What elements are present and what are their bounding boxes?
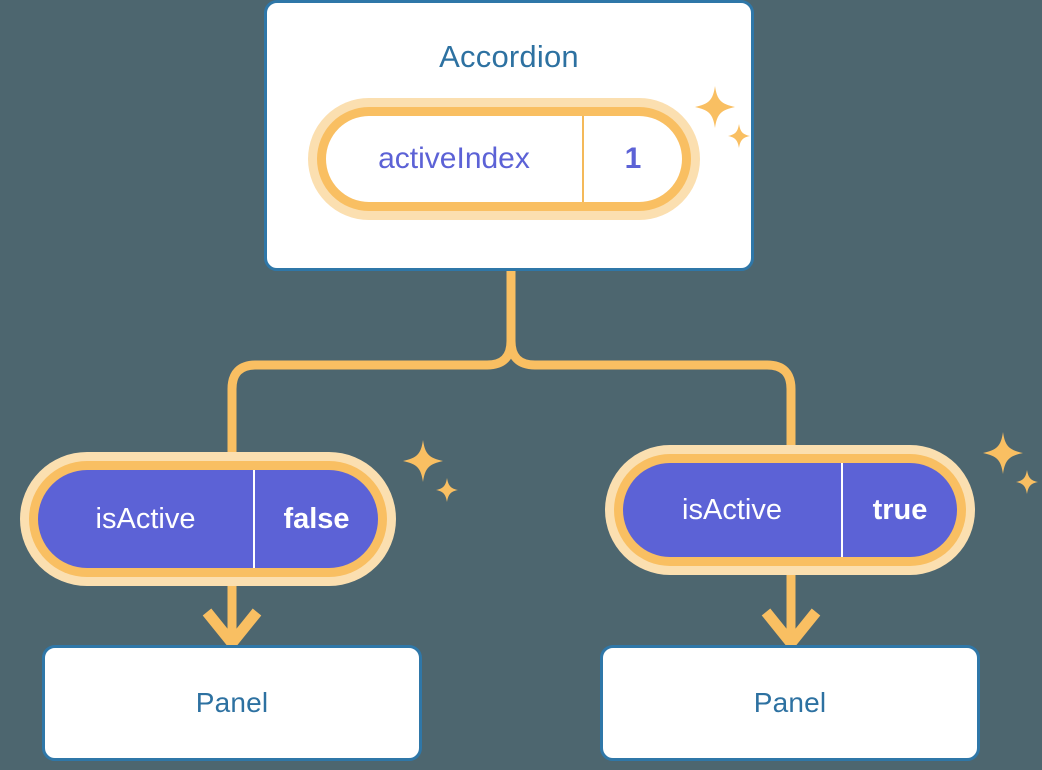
pill-body: isActive true [623,463,957,557]
pill-ring: isActive false [29,461,387,577]
state-key-label: isActive [623,463,843,557]
panel-card-left: Panel [42,645,422,761]
state-pill-is-active-false[interactable]: isActive false [20,452,396,586]
state-key-label: isActive [38,470,255,568]
accordion-title: Accordion [439,39,579,74]
pill-body: activeIndex 1 [326,116,682,202]
panel-card-right: Panel [600,645,980,761]
arrow-down-icon [202,586,262,652]
state-pill-active-index[interactable]: activeIndex 1 [308,98,700,220]
branch-connector-icon [227,266,516,457]
state-value-label: 1 [624,142,642,175]
panel-title: Panel [753,687,827,718]
pill-ring: isActive true [614,454,966,566]
panel-title: Panel [195,687,269,718]
state-key-label: activeIndex [326,116,584,202]
state-value-label: false [283,502,350,535]
state-value-label: true [872,493,928,526]
pill-ring: activeIndex 1 [317,107,691,211]
branch-connector-icon [506,336,796,450]
pill-body: isActive false [38,470,378,568]
sparkle-icon [983,432,1038,494]
state-pill-is-active-true[interactable]: isActive true [605,445,975,575]
arrow-down-icon [761,575,821,652]
sparkle-icon [403,440,458,502]
